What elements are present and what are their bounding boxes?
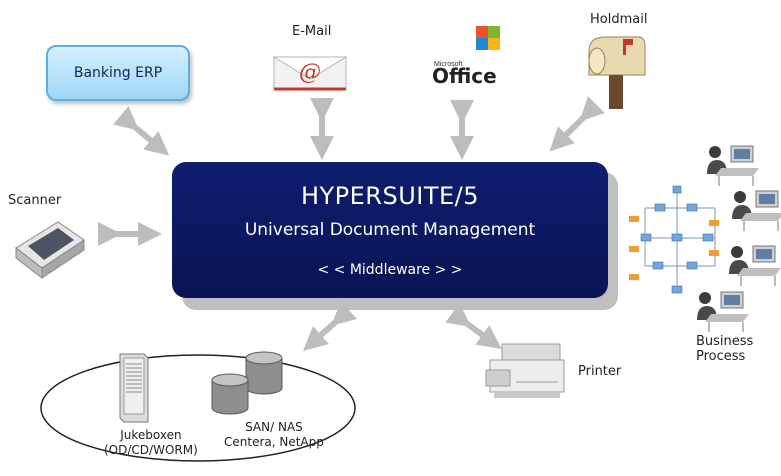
svg-text:Microsoft: Microsoft [434,61,462,68]
san-line-1: SAN/ NAS [245,420,303,434]
banking-erp-box: Banking ERP [46,45,190,101]
flowchart-icon [629,185,719,294]
san-nas-label: SAN/ NAS Centera, NetApp [224,420,324,450]
printer-icon [485,343,565,398]
disk-storage-icon [211,351,283,415]
hub-subtitle: Universal Document Management [244,220,536,240]
printer-label: Printer [578,364,622,379]
holdmail-label: Holdmail [590,12,648,27]
email-label: E-Mail [292,24,332,39]
workstation-user-icon [729,245,781,286]
arrow-holdmail [549,96,605,152]
envelope-icon: @ [272,56,348,91]
svg-text:@: @ [299,60,321,85]
san-line-2: Centera, NetApp [224,435,324,449]
workstation-user-icon [732,190,781,231]
scanner-label: Scanner [8,193,62,208]
banking-erp-label: Banking ERP [73,65,163,81]
jukebox-line-1: Jukeboxen [120,428,182,442]
server-tower-icon [119,353,149,423]
hypersuite-hub: HYPERSUITE/5 Universal Document Manageme… [172,162,608,298]
workstation-user-icon [697,291,749,332]
arrow-printer [445,303,502,350]
office-label: Office [432,64,497,88]
business-process-label: Business Process [696,334,753,364]
jukebox-label: Jukeboxen (OD/CD/WORM) [104,428,198,458]
scanner-icon [15,221,85,280]
ms-office-logo: Microsoft [434,26,500,68]
hub-title: HYPERSUITE/5 [300,182,480,210]
arrow-storage [303,301,357,351]
business-process-line-1: Business [696,334,754,349]
business-process-line-2: Process [696,349,746,364]
hub-tagline: < < Middleware > > [317,262,463,278]
mailbox-icon [588,36,646,109]
arrow-erp [113,106,170,156]
jukebox-line-2: (OD/CD/WORM) [104,443,198,457]
workstation-user-icon [707,145,759,186]
